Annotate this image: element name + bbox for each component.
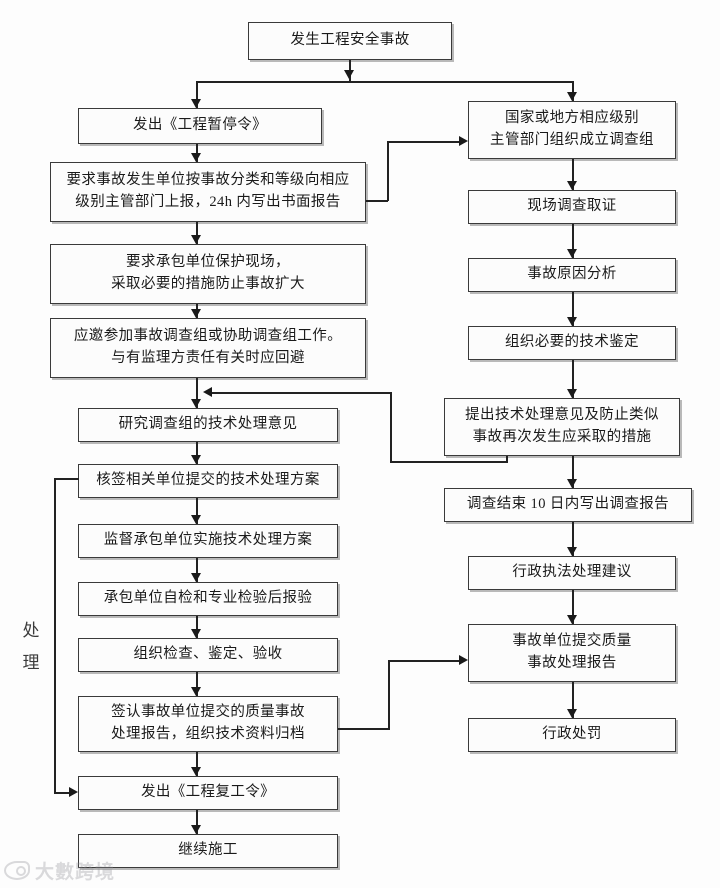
arrow-l1-l2	[191, 153, 201, 162]
connector-r5-feedback-h2	[212, 392, 391, 394]
arrow-l9-l10	[191, 687, 201, 696]
connector-processing-bracket-v	[54, 478, 56, 793]
arrow-bus-to-left	[191, 99, 201, 108]
arrow-l2-to-r1	[459, 136, 468, 146]
node-continue-construction[interactable]: 继续施工	[78, 834, 338, 868]
connector-l11-l12	[196, 810, 198, 834]
arrow-processing-bracket-to-l11	[69, 787, 78, 797]
arrow-l10-l11	[191, 767, 201, 776]
node-establish-investigation-group[interactable]: 国家或地方相应级别 主管部门组织成立调查组	[468, 101, 676, 159]
processing-side-label: 处 理	[22, 621, 40, 673]
connector-bus-to-right	[572, 81, 574, 101]
arrow-start-down	[344, 70, 354, 79]
node-cause-analysis[interactable]: 事故原因分析	[468, 258, 676, 292]
watermark: 大數跨境	[4, 857, 115, 884]
connector-r5-feedback-v2	[390, 392, 392, 462]
arrow-l10-to-r8	[459, 655, 468, 665]
connector-l10-l11	[196, 752, 198, 776]
arrow-l7-l8	[191, 573, 201, 582]
node-organize-inspection-acceptance[interactable]: 组织检查、鉴定、验收	[78, 638, 338, 672]
node-supervise-implementation[interactable]: 监督承包单位实施技术处理方案	[78, 524, 338, 558]
node-self-inspection[interactable]: 承包单位自检和专业检验后报验	[78, 582, 338, 616]
connector-r5-feedback-h1	[390, 461, 508, 463]
connector-l10-branch-v	[388, 660, 390, 729]
connector-bus-to-left	[196, 81, 198, 108]
connector-l2-branch-h2	[387, 141, 459, 143]
arrow-r1-r2	[567, 181, 577, 190]
arrow-l3-l4	[191, 309, 201, 318]
arrow-r7-r8	[567, 615, 577, 624]
node-site-investigation[interactable]: 现场调查取证	[468, 190, 676, 224]
connector-l7-l8	[196, 558, 198, 582]
connector-processing-bracket-bottom	[54, 792, 70, 794]
node-technical-appraisal[interactable]: 组织必要的技术鉴定	[468, 326, 676, 360]
node-study-technical-opinion[interactable]: 研究调查组的技术处理意见	[78, 408, 338, 442]
connector-l6-l7	[196, 498, 198, 524]
node-submit-quality-report[interactable]: 事故单位提交质量 事故处理报告	[468, 624, 676, 682]
node-enforcement-suggestion[interactable]: 行政执法处理建议	[468, 556, 676, 590]
arrow-r3-r4	[567, 317, 577, 326]
watermark-text: 大數跨境	[35, 861, 116, 883]
arrow-r6-r7	[567, 547, 577, 556]
arrow-l5-l6	[191, 455, 201, 464]
connector-l5-l6	[196, 442, 198, 464]
node-issue-resumption-order[interactable]: 发出《工程复工令》	[78, 776, 338, 810]
connector-r2-r3	[572, 224, 574, 258]
arrow-r8-r9	[567, 709, 577, 718]
connector-l2-branch-v	[387, 141, 389, 201]
connector-r6-r7	[572, 522, 574, 556]
node-join-investigation-group[interactable]: 应邀参加事故调查组或协助调查组工作。 与有监理方责任有关时应回避	[50, 318, 366, 378]
connector-l8-l9	[196, 616, 198, 638]
arrow-r2-r3	[567, 249, 577, 258]
connector-r3-r4	[572, 292, 574, 326]
connector-r1-r2	[572, 159, 574, 190]
arrow-r5-feedback-to-l5	[203, 387, 212, 397]
arrow-l8-l9	[191, 629, 201, 638]
connector-l9-l10	[196, 672, 198, 696]
connector-l10-branch-h2	[388, 660, 459, 662]
node-issue-suspension-order[interactable]: 发出《工程暂停令》	[78, 108, 322, 144]
watermark-logo-icon	[4, 861, 30, 880]
connector-l10-branch-h1	[338, 728, 390, 730]
node-countersign-technical-plan[interactable]: 核签相关单位提交的技术处理方案	[78, 464, 338, 498]
connector-l4-l5	[196, 378, 198, 408]
connector-split-bus	[196, 81, 573, 83]
arrow-r4-r5	[567, 389, 577, 398]
connector-processing-bracket-top	[54, 478, 79, 480]
arrow-bus-to-right	[567, 92, 577, 101]
node-start[interactable]: 发生工程安全事故	[248, 22, 452, 60]
arrow-l2-l3	[191, 235, 201, 244]
node-sign-quality-report[interactable]: 签认事故单位提交的质量事故 处理报告，组织技术资料归档	[78, 696, 338, 752]
connector-r4-r5	[572, 360, 574, 398]
connector-r7-r8	[572, 590, 574, 624]
node-propose-measures[interactable]: 提出技术处理意见及防止类似 事故再次发生应采取的措施	[444, 398, 680, 456]
connector-r8-r9	[572, 682, 574, 718]
arrow-r5-r6	[567, 479, 577, 488]
arrow-l11-l12	[191, 825, 201, 834]
arrow-l4-l5	[191, 399, 201, 408]
connector-r5-r6	[572, 456, 574, 488]
node-report-to-authority[interactable]: 要求事故发生单位按事故分类和等级向相应 级别主管部门上报，24h 内写出书面报告	[50, 162, 366, 222]
connector-r5-feedback-v1	[506, 456, 508, 462]
arrow-l6-l7	[191, 515, 201, 524]
node-protect-site[interactable]: 要求承包单位保护现场， 采取必要的措施防止事故扩大	[50, 244, 366, 304]
node-investigation-report[interactable]: 调查结束 10 日内写出调查报告	[444, 488, 692, 522]
node-administrative-penalty[interactable]: 行政处罚	[468, 718, 676, 752]
connector-l2-l3	[196, 222, 198, 244]
connector-l2-branch-h1	[366, 200, 388, 202]
